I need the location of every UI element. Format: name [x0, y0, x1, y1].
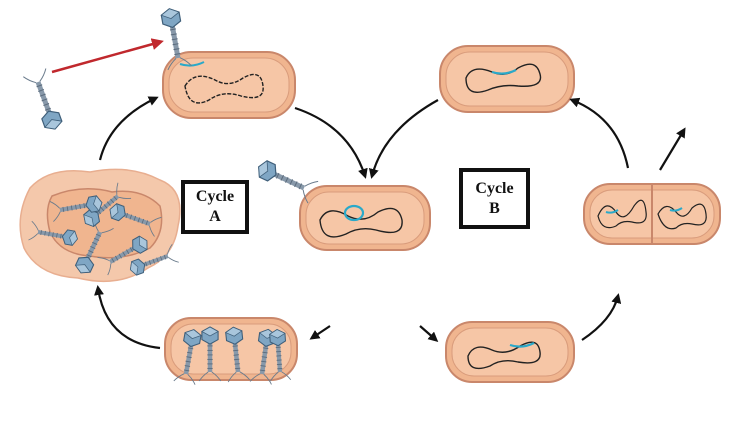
bacterial-chromosome — [184, 73, 264, 104]
cycle-a-line2: A — [209, 208, 221, 225]
cycle-b-line1: Cycle — [475, 179, 514, 197]
cell-prophage — [439, 45, 575, 113]
arrow-replicated-to-dividing — [581, 293, 622, 341]
prophage-dna — [491, 69, 517, 75]
phage-dna-entering — [179, 61, 205, 67]
bacterial-chromosome — [467, 341, 541, 370]
bacterial-chromosome — [319, 207, 403, 238]
cycle-b-label: Cycle B — [459, 168, 530, 229]
arrow-assembly-to-lysis — [94, 285, 161, 350]
arrow-lysis-to-attach — [98, 96, 159, 161]
cell-replicated — [445, 321, 575, 383]
cell-phage-assembly — [164, 317, 298, 385]
arrow-infection-red — [51, 38, 164, 74]
phage-free-left — [23, 68, 66, 133]
cycle-a-label: Cycle A — [181, 180, 249, 234]
cycle-b-line2: B — [489, 199, 500, 217]
arrow-dividing-to-prophage — [569, 97, 630, 169]
arrow-dividing-out — [659, 127, 686, 171]
arrow-to-assembly — [309, 325, 331, 340]
cell-dividing — [583, 183, 721, 245]
cell-attachment — [162, 51, 296, 119]
arrow-attach-to-middle — [294, 106, 368, 179]
cell-circularized-dna — [299, 185, 431, 251]
cycle-a-line1: Cycle — [195, 188, 235, 205]
arrow-prophage-to-middle — [368, 99, 439, 179]
phage-dna-circle — [343, 204, 365, 222]
cell-lysis — [19, 168, 180, 283]
arrow-to-replicated — [419, 325, 439, 342]
chromosome-right — [657, 203, 707, 230]
